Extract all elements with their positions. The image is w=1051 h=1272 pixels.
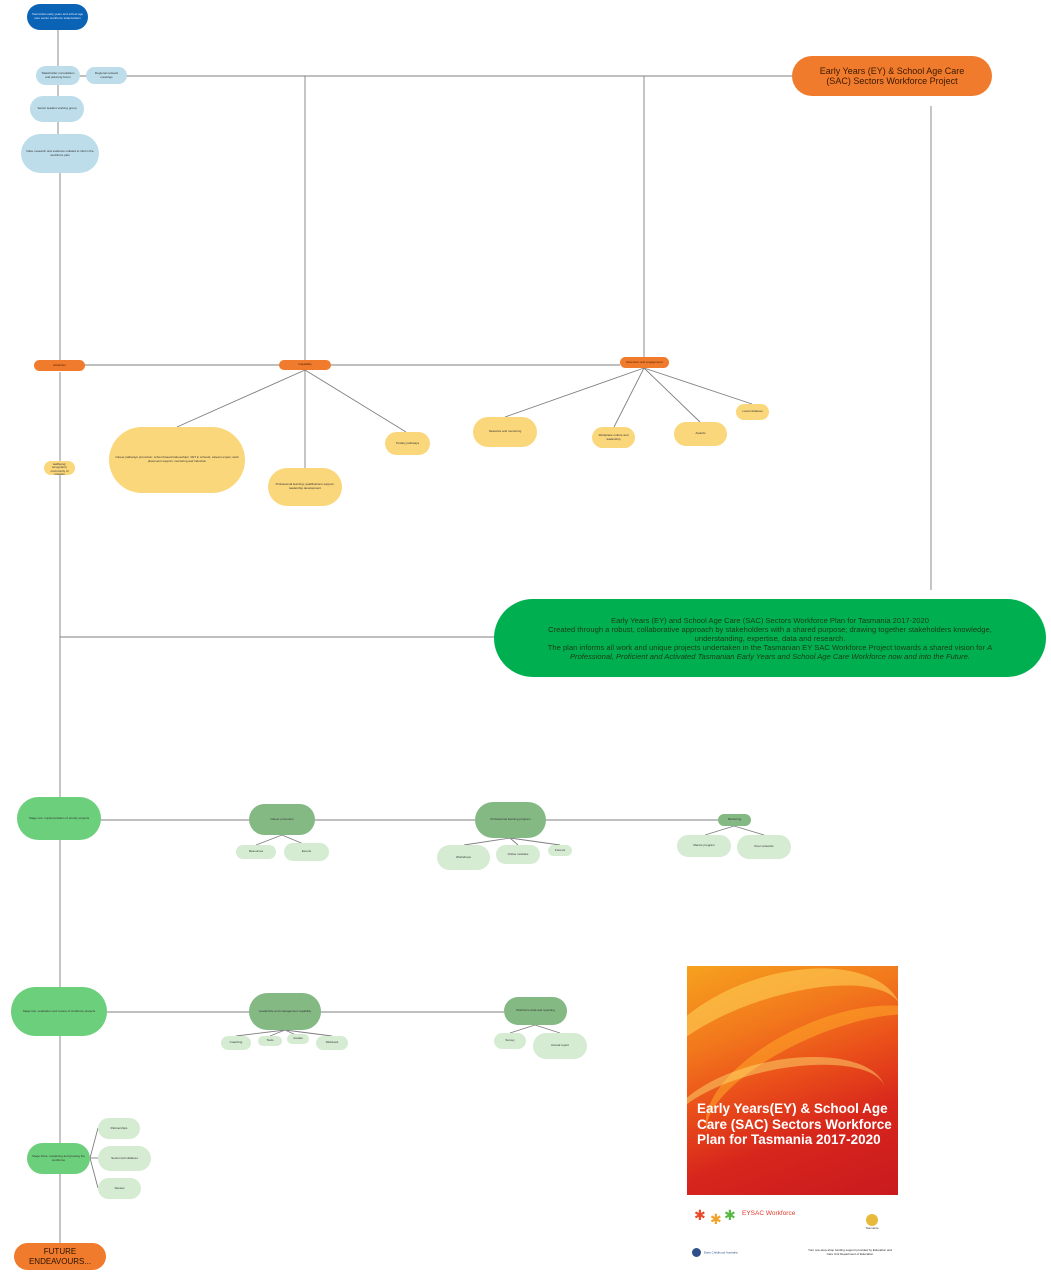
cover-footer xyxy=(687,1195,898,1267)
eysac-logo-text: EYSAC Workforce xyxy=(742,1210,796,1217)
mentoring-node: Mentoring xyxy=(718,814,751,826)
connector xyxy=(463,837,511,846)
guides-node: Guides xyxy=(287,1034,309,1044)
plan-description: Created through a robust, collaborative … xyxy=(548,624,992,643)
career-pathways-node: Career pathways promotion; school based … xyxy=(109,427,245,493)
connector xyxy=(89,1127,99,1159)
connector xyxy=(255,834,283,846)
attraction-node: Attraction xyxy=(34,360,85,371)
workshops-node: Workshops xyxy=(437,845,490,870)
stage-one-node: Stage one: implementation of priority pr… xyxy=(17,797,101,840)
future-endeavours-node: FUTURE ENDEAVOURS... xyxy=(14,1243,106,1270)
annual-report-node: Annual report xyxy=(533,1033,587,1059)
connector xyxy=(733,825,765,836)
career-promotion-node: Career promotion xyxy=(249,804,315,835)
connector xyxy=(304,369,407,433)
stage-three-node: Stage three: sustaining and growing the … xyxy=(27,1143,90,1174)
crest-icon xyxy=(866,1214,878,1226)
connector xyxy=(509,837,561,846)
plan-informs: The plan informs all work and unique pro… xyxy=(547,642,986,652)
wellbeing-node: Networks and mentoring xyxy=(473,417,537,447)
resources-node: Resources xyxy=(236,845,276,859)
coaching-node: Coaching xyxy=(221,1036,251,1050)
leaders-group-node: Sector leaders working group xyxy=(30,96,84,122)
person-icon: ✱ xyxy=(724,1207,736,1223)
funding-note: Your one-stop-shop funding support provi… xyxy=(808,1248,892,1256)
tertiary-pathways-node: Tertiary pathways xyxy=(385,432,430,455)
learning-program-node: Professional learning program xyxy=(475,802,546,838)
capability-node: Capability xyxy=(279,360,331,370)
workforce-plan-text: Early Years (EY) and School Age Care (SA… xyxy=(528,616,1012,661)
person-icon: ✱ xyxy=(710,1211,722,1227)
workforce-plan-cover: Early Years(EY) & School Age Care (SAC) … xyxy=(687,966,898,1195)
tasmania-label: Tasmania xyxy=(865,1226,879,1230)
connector xyxy=(176,369,306,428)
awards-node: Awards xyxy=(674,422,727,446)
connector xyxy=(509,837,519,846)
connector xyxy=(89,1157,99,1189)
events-node: Events xyxy=(284,843,329,861)
connector xyxy=(704,825,735,836)
sector-initiatives-node: Sector led initiatives xyxy=(98,1146,151,1171)
eca-label: Early Childhood Australia xyxy=(704,1250,738,1255)
connector xyxy=(284,1029,333,1037)
person-icon: ✱ xyxy=(694,1207,706,1223)
tasmania-logo: Tasmania xyxy=(858,1214,886,1240)
plan-vision: A Professional, Proficient and Activated… xyxy=(569,642,993,661)
mentor-program-node: Mentor program xyxy=(677,835,731,857)
plan-title: Early Years (EY) and School Age Care (SA… xyxy=(611,615,929,625)
retention-node: Retention and engagement xyxy=(620,357,669,368)
connector xyxy=(613,367,645,428)
survey-node: Survey xyxy=(494,1033,526,1049)
local-initiatives-node: Local initiatives xyxy=(736,404,769,420)
data-research-node: Data, research and evidence collated to … xyxy=(21,134,99,173)
eca-icon xyxy=(692,1248,701,1257)
connector xyxy=(534,1024,561,1034)
online-modules-node: Online modules xyxy=(496,845,540,864)
peer-networks-node: Peer networks xyxy=(737,835,791,859)
connector xyxy=(269,1029,286,1037)
data-reporting-node: Workforce data and reporting xyxy=(504,997,567,1025)
connector xyxy=(643,367,701,423)
cover-title: Early Years(EY) & School Age Care (SAC) … xyxy=(697,1101,892,1147)
forum-node: Stakeholder consultation and planning fo… xyxy=(36,66,80,85)
connector xyxy=(235,1029,286,1037)
review-node: Review xyxy=(98,1178,141,1199)
tools-node: Tools xyxy=(258,1036,282,1046)
connector xyxy=(509,1024,536,1034)
partnerships-node: Partnerships xyxy=(98,1118,140,1139)
leadership-capability-node: Leadership and management capability xyxy=(249,993,321,1030)
stage-two-node: Stage two: evaluation and review of work… xyxy=(11,987,107,1036)
workforce-project-node: Early Years (EY) & School Age Care (SAC)… xyxy=(792,56,992,96)
stakeholders-node: Tasmanian early years and school age car… xyxy=(27,4,88,30)
connector xyxy=(504,367,645,418)
professional-learning-node: Professional learning; qualifications su… xyxy=(268,468,342,506)
regional-network-node: Regional network meetings xyxy=(86,67,127,84)
webinars-node: Webinars xyxy=(316,1036,348,1050)
culture-node: Workplace culture and leadership xyxy=(592,427,635,448)
attraction-detail-node: Workforce wellbeing; recognition; commun… xyxy=(44,461,75,475)
forums-node: Forums xyxy=(548,845,572,856)
connector xyxy=(643,367,753,405)
eca-logo: Early Childhood Australia xyxy=(692,1248,752,1258)
workforce-plan-node: Early Years (EY) and School Age Care (SA… xyxy=(494,599,1046,677)
